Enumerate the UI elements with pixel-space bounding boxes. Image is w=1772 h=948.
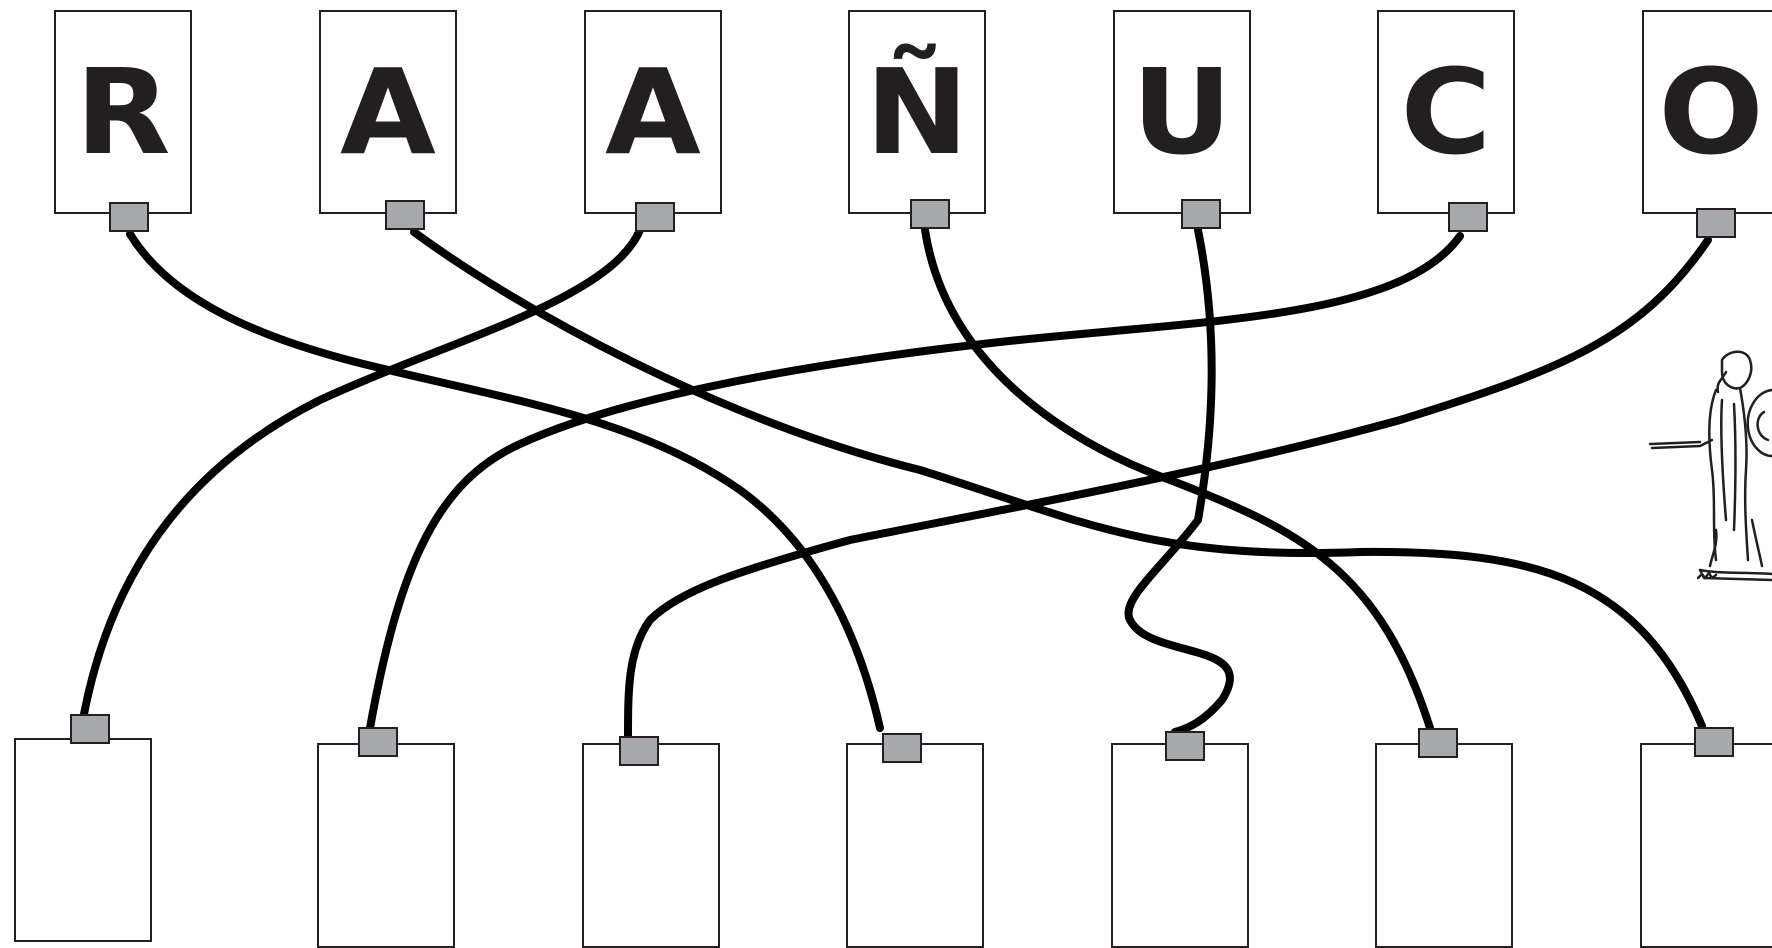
top-plug-4[interactable] (910, 199, 950, 229)
answer-slot-5[interactable] (1111, 743, 1249, 948)
letter-card-3: A (584, 10, 722, 214)
top-plug-3[interactable] (635, 202, 675, 232)
top-plug-7[interactable] (1696, 208, 1736, 238)
answer-slot-1[interactable] (14, 738, 152, 942)
wire-c (366, 232, 1464, 732)
wire-u (1124, 226, 1234, 736)
letter-3: A (605, 43, 701, 181)
bottom-plug-5[interactable] (1165, 731, 1205, 761)
bottom-plug-3[interactable] (619, 736, 659, 766)
bottom-plug-1[interactable] (70, 714, 110, 744)
letter-card-6: C (1377, 10, 1515, 214)
wire-o (624, 236, 1712, 742)
answer-slot-6[interactable] (1375, 743, 1513, 948)
top-plug-6[interactable] (1448, 202, 1488, 232)
wire-r (126, 230, 884, 732)
letter-6: C (1400, 43, 1492, 181)
letter-card-2: A (319, 10, 457, 214)
answer-slot-3[interactable] (582, 743, 720, 948)
bottom-plug-4[interactable] (882, 733, 922, 763)
letter-1: R (75, 43, 171, 181)
answer-slot-2[interactable] (317, 743, 455, 948)
answer-slot-4[interactable] (846, 743, 984, 948)
letter-2: A (340, 43, 436, 181)
bottom-plug-7[interactable] (1694, 727, 1734, 757)
wire-a2 (80, 226, 644, 718)
letter-5: U (1131, 43, 1233, 181)
letter-card-5: U (1113, 10, 1251, 214)
letter-4: Ñ (865, 43, 969, 181)
bottom-plug-6[interactable] (1418, 728, 1458, 758)
letter-card-1: R (54, 10, 192, 214)
bottom-plug-2[interactable] (358, 727, 398, 757)
top-plug-1[interactable] (109, 202, 149, 232)
top-plug-5[interactable] (1181, 199, 1221, 229)
wire-a1 (410, 228, 1706, 730)
answer-slot-7[interactable] (1640, 743, 1772, 948)
letter-card-7: O (1642, 10, 1772, 214)
letter-card-4: Ñ (848, 10, 986, 214)
wire-n (921, 226, 1434, 732)
letter-7: O (1658, 43, 1764, 181)
top-plug-2[interactable] (385, 200, 425, 230)
